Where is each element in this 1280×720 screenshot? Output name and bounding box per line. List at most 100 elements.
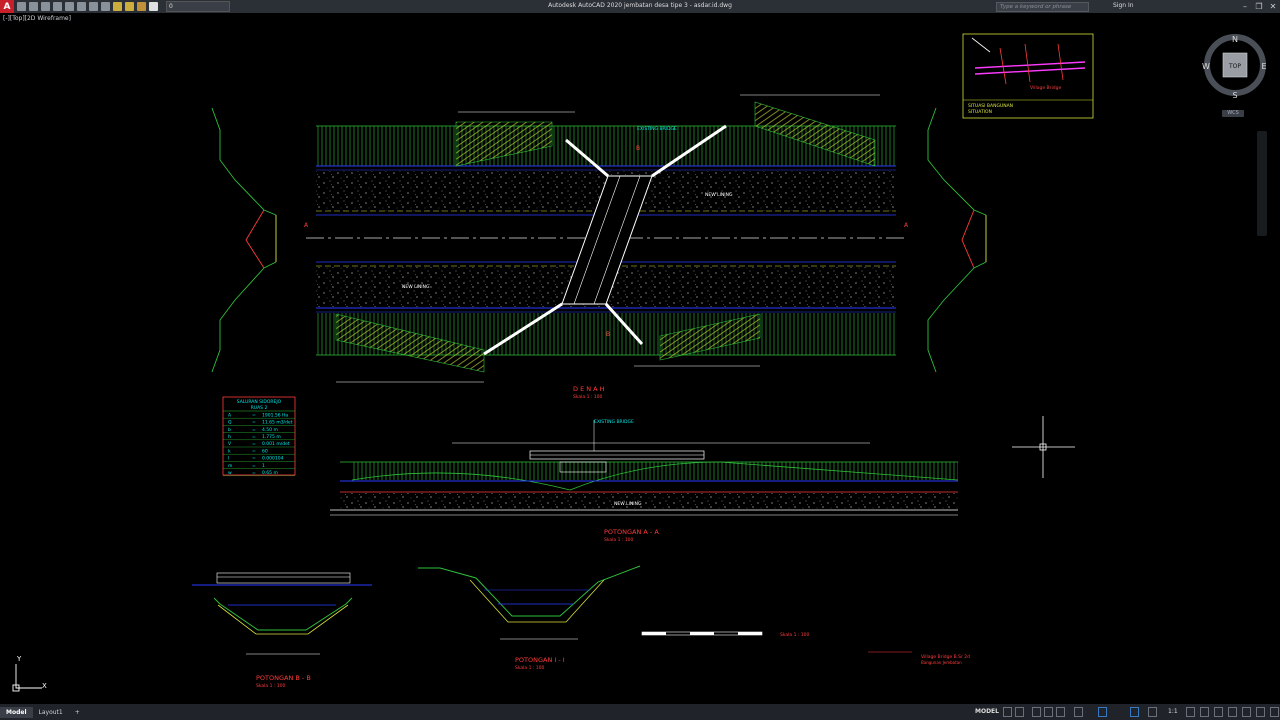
table-cell: k xyxy=(228,448,231,454)
save-as-icon[interactable] xyxy=(53,2,62,11)
table-cell: V xyxy=(228,441,232,447)
annotation-monitor-icon[interactable] xyxy=(1200,707,1209,717)
fullscreen-icon[interactable] xyxy=(1256,707,1265,717)
annotation-scale-icon[interactable] xyxy=(1130,707,1139,717)
section-b-scale: Skala 1 : 100 xyxy=(256,683,286,689)
ucs-x-label: X xyxy=(42,682,47,690)
section-a-marker-right: A xyxy=(904,222,909,229)
layer-dropdown[interactable]: 0 xyxy=(166,1,230,12)
layout-tabs: Model Layout1 + xyxy=(0,704,1280,720)
village-bridge-label: Village Bridge xyxy=(1030,85,1061,91)
open-file-icon[interactable] xyxy=(29,2,38,11)
title-block-line1: Village Bridge B.Sr 2d xyxy=(921,654,970,660)
compass-west: W xyxy=(1202,62,1210,71)
quick-properties-icon[interactable] xyxy=(1228,707,1237,717)
viewcube-face-label: TOP xyxy=(1228,63,1241,70)
units-icon[interactable] xyxy=(1214,707,1223,717)
section-a-a: EXISTING BRIDGE NEW LINING POTONGAN A - … xyxy=(330,419,959,543)
table-cell: = xyxy=(252,464,256,469)
isodraft-icon[interactable] xyxy=(1056,707,1065,717)
restore-icon[interactable]: ❐ xyxy=(1255,2,1263,11)
hydraulic-table: SALURAN SIDOREJO RUAS 2 A=1901.56 HaQ=11… xyxy=(222,396,296,476)
table-cell: = xyxy=(252,457,256,462)
new-file-icon[interactable] xyxy=(17,2,26,11)
scale-bar: Skala 1 : 100 xyxy=(641,631,810,638)
model-space-toggle[interactable]: MODEL xyxy=(975,708,999,715)
annotation-visibility-icon[interactable] xyxy=(1148,707,1157,717)
crosshair-cursor xyxy=(1012,416,1075,478)
new-lining-label-top: NEW LINING xyxy=(705,192,733,198)
scale-bar-label: Skala 1 : 100 xyxy=(780,632,810,638)
navigation-bar[interactable] xyxy=(1257,131,1267,236)
add-layout-button[interactable]: + xyxy=(74,708,80,716)
table-cell: 1901.56 Ha xyxy=(262,412,288,418)
scale-readout[interactable]: 1:1 xyxy=(1168,708,1178,715)
isolate-objects-icon[interactable] xyxy=(1242,707,1251,717)
new-lining-section-label: NEW LINING xyxy=(614,501,642,507)
grid-icon[interactable] xyxy=(1003,707,1012,717)
section-a-marker-left: A xyxy=(304,222,309,229)
table-cell: 0.000104 xyxy=(262,456,284,462)
compass-east: E xyxy=(1261,62,1266,71)
table-title: SALURAN SIDOREJO xyxy=(237,399,282,405)
osnap-icon[interactable] xyxy=(1074,707,1083,717)
layer-color-icon[interactable] xyxy=(149,2,158,11)
viewport-controls[interactable]: [-][Top][2D Wireframe] xyxy=(3,15,71,22)
table-cell: w xyxy=(228,471,232,476)
polar-icon[interactable] xyxy=(1044,707,1053,717)
lightbulb-icon[interactable] xyxy=(113,2,122,11)
workspace-gear-icon[interactable] xyxy=(1186,707,1195,717)
snap-icon[interactable] xyxy=(1015,707,1024,717)
section-b-marker-bottom: B xyxy=(606,331,610,338)
compass-south: S xyxy=(1232,91,1237,100)
ucs-y-label: Y xyxy=(16,655,22,663)
wcs-menu[interactable]: WCS xyxy=(1222,110,1244,117)
table-cell: b xyxy=(228,427,231,433)
share-icon[interactable] xyxy=(101,2,110,11)
sign-in-link[interactable]: Sign In xyxy=(1113,2,1134,9)
sun-icon[interactable] xyxy=(125,2,134,11)
table-cell: 0.65 m xyxy=(262,470,278,476)
table-cell: 60 xyxy=(262,448,268,454)
table-cell: = xyxy=(252,421,256,426)
situation-title: SITUASI BANGUNAN xyxy=(968,103,1013,109)
ortho-icon[interactable] xyxy=(1032,707,1041,717)
viewcube-top-face[interactable] xyxy=(1222,52,1248,78)
search-input[interactable]: Type a keyword or phrase xyxy=(996,2,1089,12)
table-subtitle: RUAS 2 xyxy=(251,405,268,411)
new-lining-label-bottom: NEW LINING xyxy=(402,284,430,290)
existing-bridge-section-label: EXISTING BRIDGE xyxy=(594,419,634,425)
customize-menu-icon[interactable] xyxy=(1270,707,1279,717)
viewcube[interactable]: TOP N S E W xyxy=(1200,32,1270,102)
lock-icon[interactable] xyxy=(137,2,146,11)
table-cell: 4.50 m xyxy=(262,427,278,433)
situation-label: SITUATION xyxy=(968,109,992,115)
plan-title: D E N A H xyxy=(573,385,605,393)
plan-scale: Skala 1 : 100 xyxy=(573,394,603,400)
section-b-marker-top: B xyxy=(636,145,640,152)
save-icon[interactable] xyxy=(41,2,50,11)
table-cell: 11.65 m3/det xyxy=(262,420,293,426)
section-b-title: POTONGAN B - B xyxy=(256,674,311,682)
side-profiles xyxy=(211,107,987,373)
table-cell: = xyxy=(252,428,256,433)
tab-model[interactable]: Model xyxy=(0,706,33,718)
drawing-canvas[interactable]: A A B B EXISTING BRIDGE NEW LINING NEW L… xyxy=(0,0,1280,704)
close-icon[interactable]: ✕ xyxy=(1269,2,1277,11)
lineweight-icon[interactable] xyxy=(1098,707,1107,717)
application-menu-button[interactable]: A xyxy=(0,0,14,13)
ucs-icon: Y X xyxy=(12,655,47,692)
table-cell: A xyxy=(228,412,232,418)
situation-inset: Village Bridge SITUASI BANGUNAN SITUATIO… xyxy=(962,33,1094,119)
tab-layout1[interactable]: Layout1 xyxy=(38,708,63,716)
table-cell: m xyxy=(228,464,232,469)
section-i-title: POTONGAN I - I xyxy=(515,656,565,664)
redo-icon[interactable] xyxy=(89,2,98,11)
table-cell: = xyxy=(252,435,256,440)
table-cell: = xyxy=(252,442,256,447)
table-cell: 0.001 m/det xyxy=(262,441,290,447)
plot-icon[interactable] xyxy=(65,2,74,11)
minimize-icon[interactable]: – xyxy=(1243,2,1247,11)
undo-icon[interactable] xyxy=(77,2,86,11)
plan-view: A A B B EXISTING BRIDGE NEW LINING NEW L… xyxy=(304,94,909,400)
